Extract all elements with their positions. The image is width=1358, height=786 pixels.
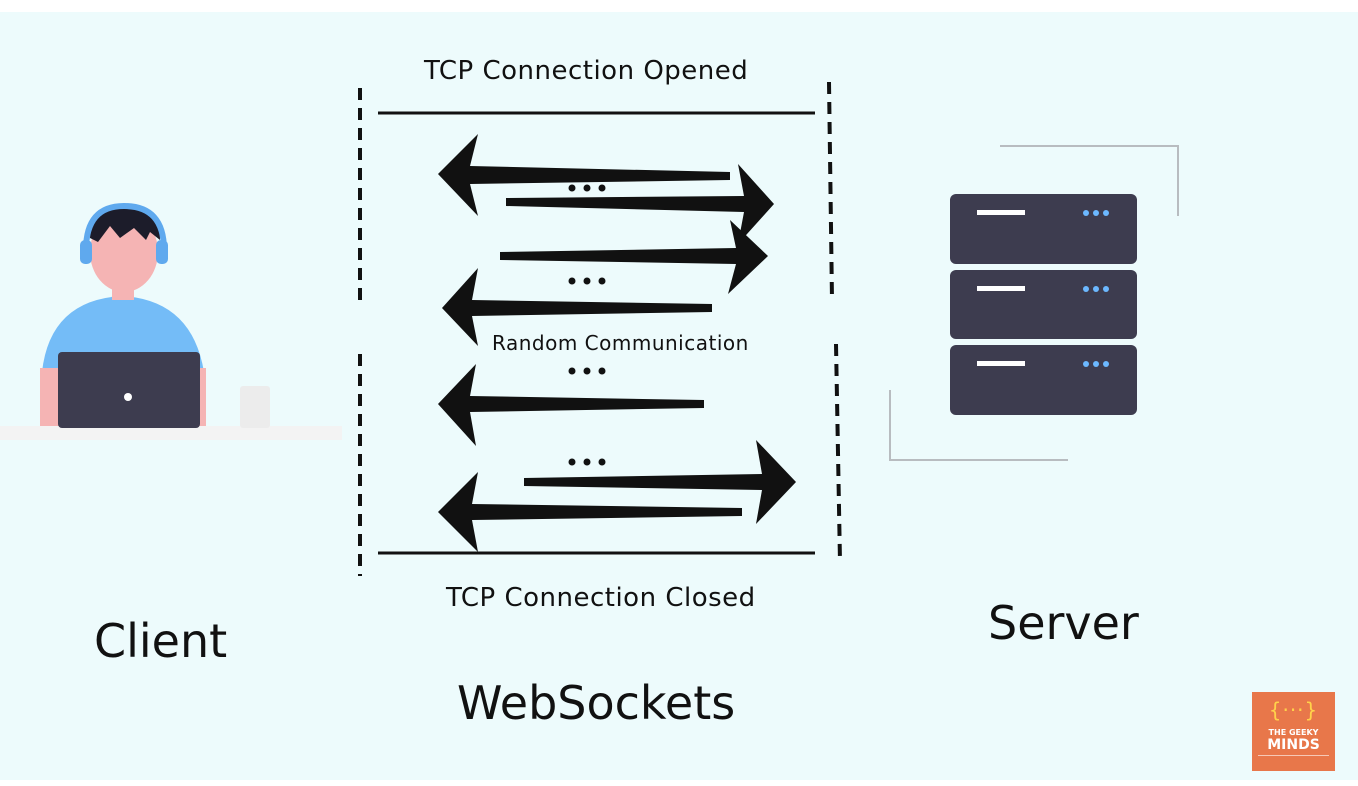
server-rack-icon [889,145,1179,461]
arrow-left-4 [438,472,742,552]
arrow-left-1 [438,134,730,216]
geeky-minds-logo: {···} THE GEEKY MINDS [1252,692,1335,771]
arrow-left-2 [442,268,712,346]
diagram-title: WebSockets [457,676,736,730]
connection-boundaries [358,81,842,576]
logo-text-line2: MINDS [1267,737,1320,753]
logo-text-line1: THE GEEKY [1268,728,1319,737]
arrow-left-3 [438,364,704,446]
client-label: Client [94,614,228,668]
logo-mark-icon: {···} [1268,698,1319,722]
tcp-opened-label: TCP Connection Opened [424,56,749,86]
random-communication-label: Random Communication [492,331,749,355]
client-person-icon [0,202,342,440]
arrow-right-4 [524,440,796,524]
arrow-right-2 [500,220,768,294]
message-arrows [438,134,796,552]
tcp-closed-label: TCP Connection Closed [446,583,756,613]
server-label: Server [988,596,1139,650]
ellipsis-dots [568,184,606,466]
arrow-right-1 [506,164,774,244]
logo-tagline-rule [1258,755,1329,759]
